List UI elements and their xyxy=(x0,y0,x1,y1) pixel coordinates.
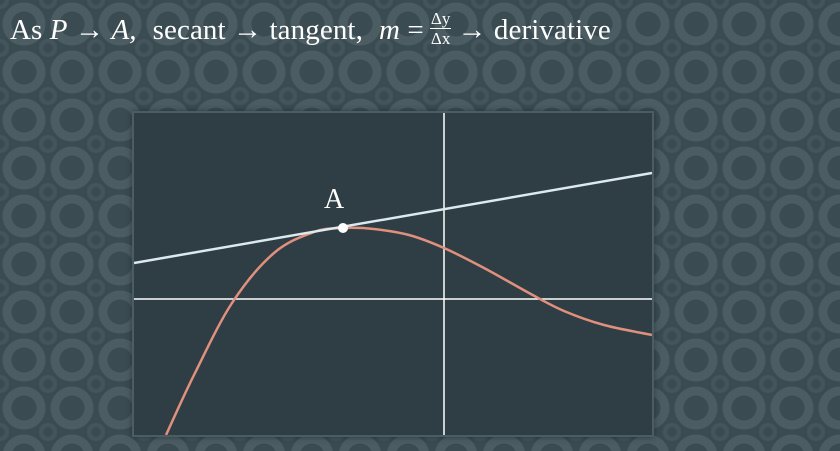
tangent-line xyxy=(134,171,652,265)
title-arrow-2: → xyxy=(233,13,263,46)
title-as: As xyxy=(10,13,43,46)
title-point-a: A, xyxy=(111,13,137,46)
point-a-label: A xyxy=(324,184,345,215)
title-arrow-1: → xyxy=(74,13,105,46)
fraction-denominator: Δx xyxy=(430,28,451,48)
title-m: m xyxy=(378,13,400,46)
title-arrow-3: → xyxy=(457,13,487,46)
function-curve xyxy=(164,226,652,435)
title-derivative: derivative xyxy=(493,13,611,46)
graph-svg: A xyxy=(134,113,652,435)
fraction-numerator: Δy xyxy=(429,8,452,29)
graph-panel: A xyxy=(134,113,652,435)
title-tangent: tangent, xyxy=(269,13,363,46)
title-secant: secant xyxy=(152,13,226,46)
title-equals: = xyxy=(407,13,424,46)
title-point-p: P xyxy=(49,13,68,46)
point-a xyxy=(338,223,348,233)
